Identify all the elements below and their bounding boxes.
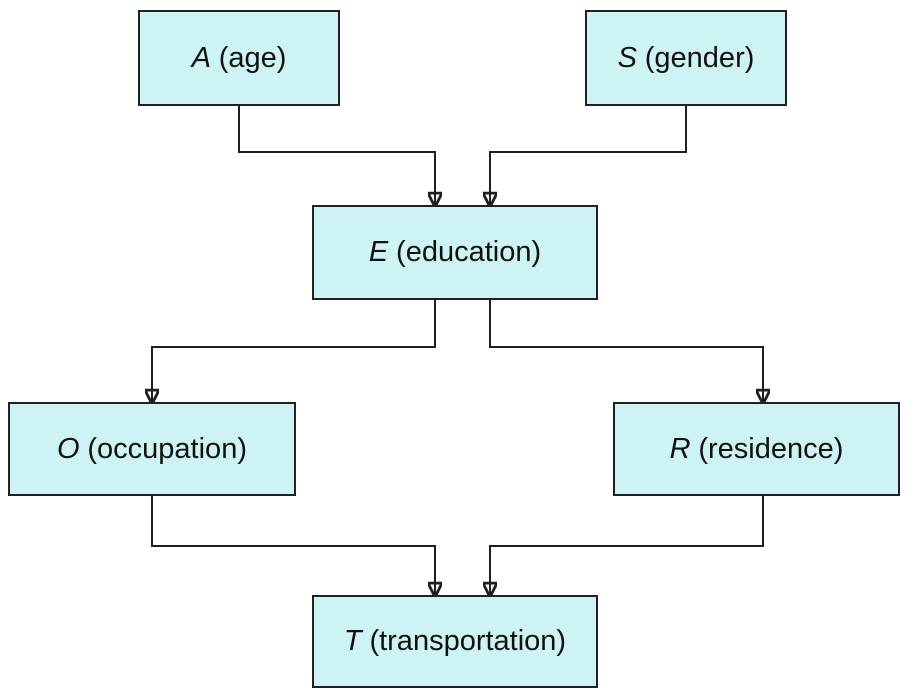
- edge-education-to-occupation: [152, 300, 436, 402]
- node-age-label: (age): [218, 41, 287, 74]
- node-education: E (education): [312, 205, 598, 300]
- node-age-symbol: A: [191, 41, 211, 74]
- node-education-label: (education): [396, 236, 542, 268]
- edge-age-to-education: [238, 106, 435, 205]
- edge-education-to-residence: [489, 300, 763, 402]
- edge-occupation-to-transportation: [151, 496, 435, 595]
- node-age: A (age): [138, 10, 340, 106]
- node-residence: R (residence): [613, 402, 900, 496]
- node-education-symbol: E: [368, 236, 389, 268]
- node-residence-symbol: R: [669, 432, 691, 465]
- node-occupation: O (occupation): [8, 402, 296, 496]
- node-occupation-label: (occupation): [87, 432, 247, 465]
- node-gender: S (gender): [585, 10, 787, 106]
- edge-gender-to-education: [490, 106, 687, 205]
- node-occupation-symbol: O: [57, 432, 80, 465]
- node-transportation-label: (transportation): [369, 625, 567, 657]
- node-gender-symbol: S: [617, 41, 637, 74]
- edge-residence-to-transportation: [490, 496, 764, 595]
- node-residence-label: (residence): [698, 432, 844, 465]
- node-gender-label: (gender): [644, 41, 755, 74]
- node-transportation: T (transportation): [312, 595, 598, 688]
- node-transportation-symbol: T: [343, 625, 362, 657]
